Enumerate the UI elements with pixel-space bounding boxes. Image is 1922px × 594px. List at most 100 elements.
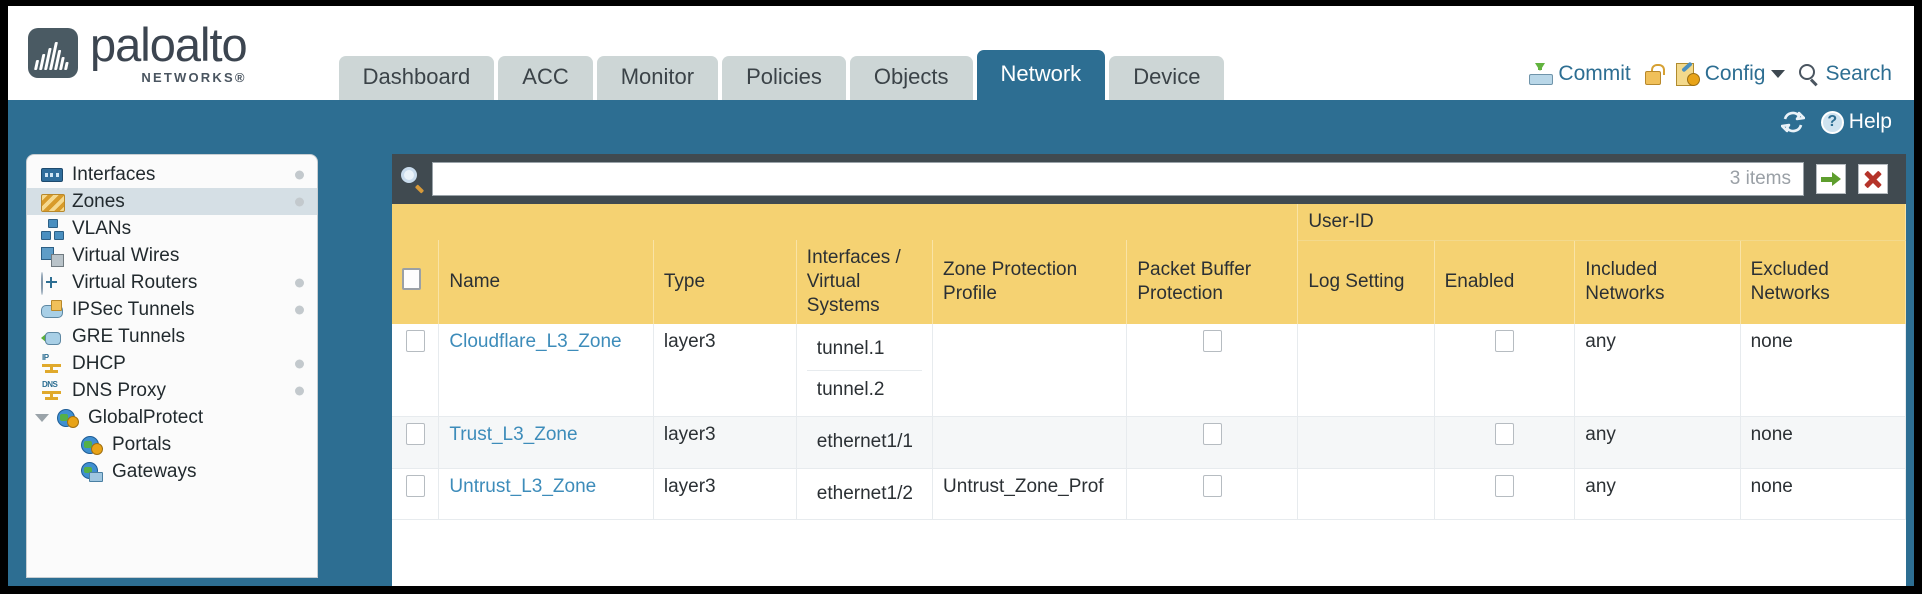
userid-enabled-checkbox[interactable]: [1494, 329, 1514, 352]
select-all-checkbox[interactable]: [402, 267, 421, 290]
sidebar-item-dhcp[interactable]: IP DHCP: [27, 350, 317, 377]
commit-icon: [1528, 63, 1554, 85]
zone-link[interactable]: Trust_L3_Zone: [449, 423, 578, 445]
help-label: Help: [1848, 110, 1892, 133]
col-interfaces[interactable]: Interfaces / Virtual Systems: [796, 240, 934, 324]
tab-device[interactable]: Device: [1109, 55, 1225, 100]
status-dot: [295, 278, 304, 287]
table-header-row: Name Type Interfaces / Virtual Systems Z…: [392, 240, 1906, 324]
tab-dashboard[interactable]: Dashboard: [338, 55, 495, 100]
sidebar-item-ipsec-tunnels[interactable]: IPSec Tunnels: [27, 296, 317, 323]
cell-log-setting: [1297, 323, 1435, 417]
brand-name: paloalto: [90, 18, 248, 71]
sidebar-label: Gateways: [112, 461, 197, 482]
lock-button[interactable]: [1644, 63, 1665, 85]
col-included-networks[interactable]: Included Networks: [1574, 240, 1741, 324]
filter-input[interactable]: 3 items: [432, 162, 1804, 196]
tab-monitor[interactable]: Monitor: [596, 55, 719, 100]
userid-enabled-checkbox[interactable]: [1494, 474, 1514, 497]
config-icon: [1675, 61, 1700, 86]
userid-enabled-checkbox[interactable]: [1494, 422, 1514, 445]
vlans-icon: [41, 218, 64, 240]
table-row[interactable]: Trust_L3_Zone layer3 ethernet1/1 any non…: [392, 416, 1906, 469]
sidebar-item-gateways[interactable]: Gateways: [27, 458, 317, 485]
col-userid-enabled[interactable]: Enabled: [1434, 240, 1576, 324]
tree-expand-caret-icon[interactable]: [35, 413, 49, 422]
row-checkbox[interactable]: [405, 422, 425, 445]
col-zone-protection-profile[interactable]: Zone Protection Profile: [932, 240, 1128, 324]
tab-objects[interactable]: Objects: [849, 55, 973, 100]
interface-item: tunnel.2: [806, 370, 923, 410]
virtual-wires-icon: [41, 246, 64, 267]
tab-acc[interactable]: ACC: [498, 55, 593, 100]
packet-buffer-checkbox[interactable]: [1202, 474, 1222, 497]
sub-header-band: ? Help: [8, 100, 1914, 154]
close-icon: [1864, 170, 1882, 189]
zones-content-panel: 3 items: [392, 154, 1906, 586]
config-menu[interactable]: Config: [1675, 61, 1786, 86]
cell-userid-enabled: [1434, 416, 1576, 469]
cell-interfaces: tunnel.1 tunnel.2: [796, 323, 934, 417]
tab-policies[interactable]: Policies: [722, 55, 846, 100]
sidebar-item-vlans[interactable]: VLANs: [27, 215, 317, 242]
zones-table: User-ID Name Type Interfaces / Virtual S…: [392, 204, 1906, 521]
cell-zone-protection-profile: [932, 416, 1128, 469]
brand-text: paloalto NETWORKS®: [90, 18, 248, 84]
globalprotect-icon: [57, 408, 79, 428]
refresh-icon[interactable]: [1780, 111, 1805, 133]
col-type[interactable]: Type: [653, 240, 797, 324]
tab-network[interactable]: Network: [976, 49, 1106, 100]
packet-buffer-checkbox[interactable]: [1202, 422, 1222, 445]
sidebar-item-virtual-wires[interactable]: Virtual Wires: [27, 242, 317, 269]
cell-type: layer3: [653, 323, 797, 417]
cell-included-networks: any: [1574, 416, 1741, 469]
table-row[interactable]: Cloudflare_L3_Zone layer3 tunnel.1 tunne…: [392, 323, 1906, 417]
zone-link[interactable]: Cloudflare_L3_Zone: [449, 330, 622, 352]
clear-filter-button[interactable]: [1858, 164, 1888, 194]
row-select-cell: [392, 416, 440, 469]
cell-packet-buffer-protection: [1126, 416, 1299, 469]
sidebar-label: Interfaces: [72, 164, 156, 185]
col-log-setting[interactable]: Log Setting: [1297, 240, 1435, 324]
sidebar-item-zones[interactable]: Zones: [27, 188, 317, 215]
cell-included-networks: any: [1574, 323, 1741, 417]
search-button[interactable]: Search: [1799, 62, 1892, 86]
sidebar-item-virtual-routers[interactable]: Virtual Routers: [27, 269, 317, 296]
portals-icon: [81, 435, 103, 455]
filter-search-icon[interactable]: [400, 166, 426, 194]
search-label: Search: [1825, 62, 1892, 85]
dns-proxy-icon: DNS: [41, 380, 63, 401]
sidebar-item-portals[interactable]: Portals: [27, 431, 317, 458]
col-excluded-networks[interactable]: Excluded Networks: [1740, 240, 1906, 324]
sidebar-label: Portals: [112, 434, 172, 455]
sidebar-item-dns-proxy[interactable]: DNS DNS Proxy: [27, 377, 317, 404]
table-row[interactable]: Untrust_L3_Zone layer3 ethernet1/2 Untru…: [392, 468, 1906, 521]
gre-tunnels-icon: [41, 327, 63, 347]
group-header-userid: User-ID: [1297, 204, 1906, 241]
arrow-right-icon: [1821, 172, 1841, 186]
col-name[interactable]: Name: [438, 240, 654, 324]
packet-buffer-checkbox[interactable]: [1202, 329, 1222, 352]
row-select-cell: [392, 323, 440, 417]
sidebar-label: DNS Proxy: [72, 380, 166, 401]
col-packet-buffer-protection[interactable]: Packet Buffer Protection: [1126, 240, 1299, 324]
sidebar-item-globalprotect[interactable]: GlobalProtect: [27, 404, 317, 431]
network-sidebar: Interfaces Zones VLANs Virtual Wires Vir…: [26, 154, 318, 578]
status-dot: [295, 359, 304, 368]
cell-zone-protection-profile: Untrust_Zone_Prof: [932, 468, 1128, 521]
sidebar-label: DHCP: [72, 353, 126, 374]
sidebar-item-interfaces[interactable]: Interfaces: [27, 161, 317, 188]
commit-button[interactable]: Commit: [1528, 62, 1631, 86]
help-button[interactable]: ? Help: [1820, 110, 1892, 134]
cell-included-networks: any: [1574, 468, 1741, 521]
row-checkbox[interactable]: [405, 329, 425, 352]
cell-packet-buffer-protection: [1126, 468, 1299, 521]
table-group-header-row: User-ID: [392, 204, 1906, 241]
zone-link[interactable]: Untrust_L3_Zone: [449, 475, 597, 497]
config-label: Config: [1704, 62, 1766, 85]
apply-filter-button[interactable]: [1816, 164, 1846, 194]
sidebar-item-gre-tunnels[interactable]: GRE Tunnels: [27, 323, 317, 350]
row-checkbox[interactable]: [405, 474, 425, 497]
select-all-header: [392, 240, 440, 324]
interface-item: ethernet1/1: [816, 430, 913, 452]
